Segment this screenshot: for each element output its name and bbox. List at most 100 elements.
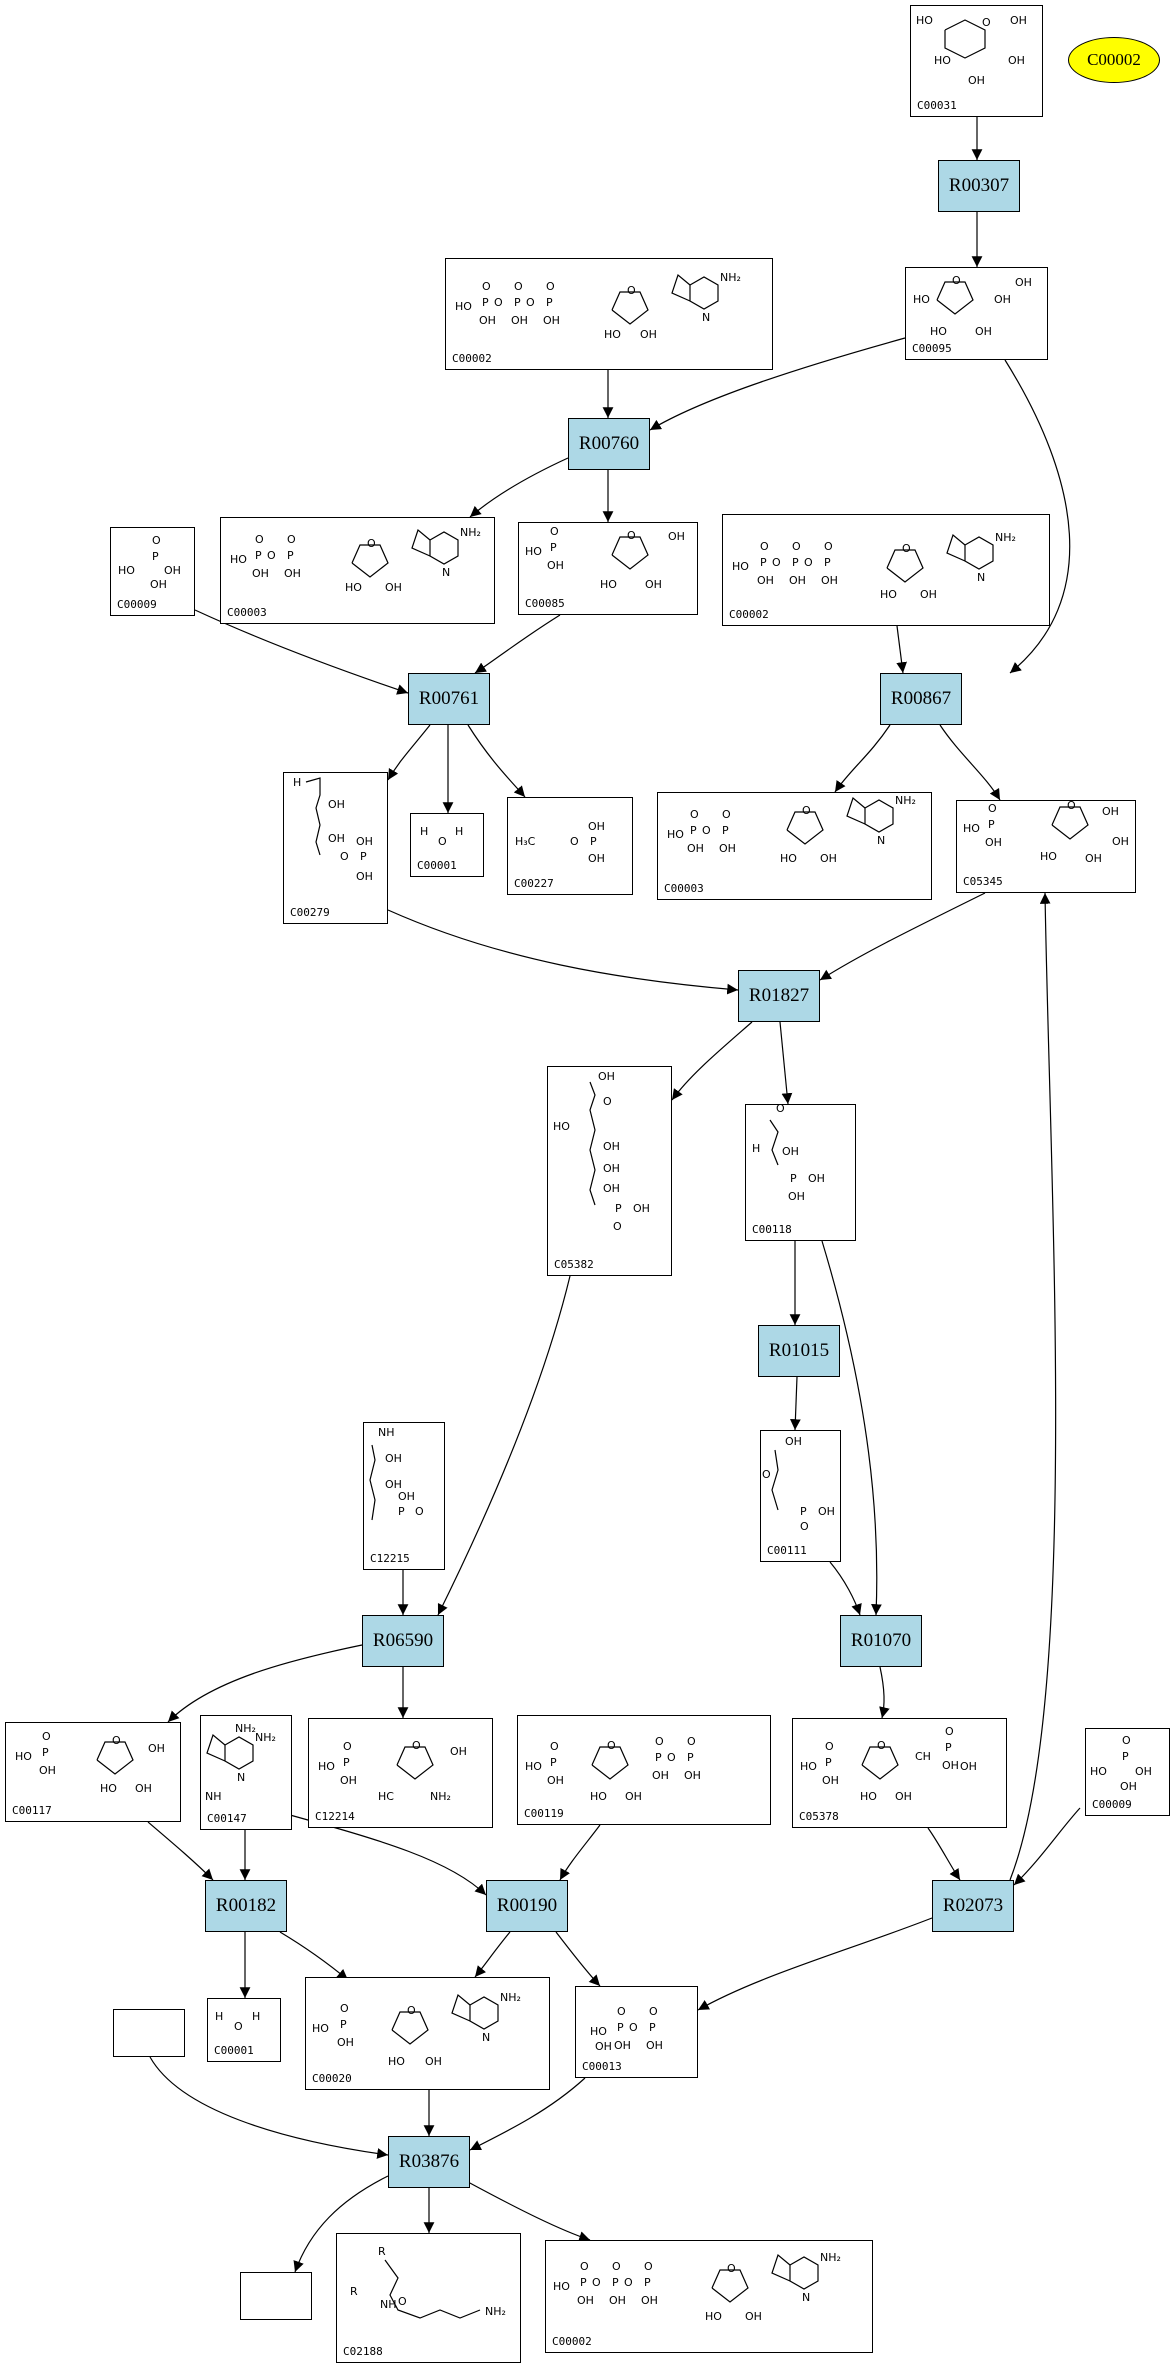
atom-label: H xyxy=(455,825,463,838)
atom-label: OH xyxy=(1135,1765,1152,1778)
atom-label: OH xyxy=(975,325,992,338)
reaction-node[interactable]: R00307 xyxy=(938,160,1020,212)
atom-label: P xyxy=(546,296,553,309)
compound-box[interactable]: C12215 xyxy=(363,1422,445,1570)
reaction-node[interactable]: R06590 xyxy=(362,1615,444,1667)
compound-box[interactable]: C00003 xyxy=(657,792,932,900)
atom-label: HO xyxy=(800,1760,817,1773)
pathway-edge xyxy=(387,724,431,781)
reaction-node[interactable]: R00760 xyxy=(568,418,650,470)
compound-box[interactable]: C00009 xyxy=(110,527,195,616)
compound-box[interactable]: C00013 xyxy=(575,1986,698,2078)
reaction-label: R01015 xyxy=(768,1340,830,1361)
legend-node-label: C00002 xyxy=(1087,50,1141,69)
atom-label: O xyxy=(514,280,523,293)
atom-label: OH xyxy=(960,1760,977,1773)
bond xyxy=(711,2269,749,2303)
bond xyxy=(384,2259,481,2319)
reaction-node[interactable]: R02073 xyxy=(932,1880,1014,1932)
compound-id: C00020 xyxy=(312,2072,352,2085)
atom-label: O xyxy=(592,2276,601,2289)
pathway-edge xyxy=(293,2175,389,2273)
compound-box[interactable]: C00001 xyxy=(410,813,484,877)
compound-id: C00279 xyxy=(290,906,330,919)
atom-label: O xyxy=(762,1468,771,1481)
compound-box[interactable]: C02188 xyxy=(336,2233,521,2363)
atom-label: O xyxy=(607,1739,616,1752)
atom-label: HO xyxy=(604,328,621,341)
reaction-label: R00761 xyxy=(418,688,480,709)
compound-box[interactable]: C00009 xyxy=(1085,1728,1170,1816)
compound-box-empty[interactable] xyxy=(240,2272,312,2320)
reaction-node[interactable]: R03876 xyxy=(388,2136,470,2188)
compound-box[interactable]: C00227 xyxy=(507,797,633,895)
bond xyxy=(305,777,321,856)
compound-box[interactable]: C00117 xyxy=(5,1722,181,1822)
compound-box[interactable]: C00002 xyxy=(445,258,773,370)
atom-label: OH xyxy=(652,1769,669,1782)
compound-box[interactable]: C00147 xyxy=(200,1715,292,1830)
atom-label: OH xyxy=(577,2294,594,2307)
atom-label: HO xyxy=(780,852,797,865)
compound-id: C00002 xyxy=(552,2335,592,2348)
compound-box[interactable]: C00085 xyxy=(518,522,698,615)
atom-label: OH xyxy=(645,578,662,591)
compound-box[interactable]: C00279 xyxy=(283,772,388,924)
reaction-node[interactable]: R00190 xyxy=(486,1880,568,1932)
atom-label: P xyxy=(649,2021,656,2034)
pathway-edge xyxy=(555,1931,601,1987)
atom-label: OH xyxy=(822,1774,839,1787)
atom-label: O xyxy=(627,529,636,542)
atom-label: P xyxy=(42,1746,49,1759)
atom-label: OH xyxy=(920,588,937,601)
atom-label: OH xyxy=(684,1769,701,1782)
reaction-node[interactable]: R00761 xyxy=(408,673,490,725)
atom-label: HO xyxy=(590,1790,607,1803)
compound-box[interactable]: C00002 xyxy=(545,2240,873,2353)
compound-box[interactable]: C05345 xyxy=(956,800,1136,893)
atom-label: HO xyxy=(705,2310,722,2323)
compound-id: C05382 xyxy=(554,1258,594,1271)
edge-group xyxy=(147,117,1081,2273)
bond xyxy=(771,1449,779,1511)
reaction-node[interactable]: R01827 xyxy=(738,970,820,1022)
atom-label: O xyxy=(255,533,264,546)
atom-label: O xyxy=(580,2260,589,2273)
compound-box[interactable]: C00119 xyxy=(517,1715,771,1825)
pathway-edge xyxy=(1004,359,1071,674)
atom-label: O xyxy=(825,1740,834,1753)
atom-label: O xyxy=(340,2002,349,2015)
atom-label: O xyxy=(772,556,781,569)
bond xyxy=(411,528,431,557)
atom-label: N xyxy=(702,311,710,324)
compound-box[interactable]: C05378 xyxy=(792,1718,1007,1828)
compound-box-empty[interactable] xyxy=(113,2009,185,2057)
pathway-edge xyxy=(559,1824,601,1881)
atom-label: O xyxy=(550,525,559,538)
reaction-node[interactable]: R01015 xyxy=(758,1325,840,1377)
atom-label: P xyxy=(550,1756,557,1769)
reaction-node[interactable]: R00867 xyxy=(880,673,962,725)
atom-label: P xyxy=(590,835,597,848)
compound-box[interactable]: C00002 xyxy=(722,514,1050,626)
compound-box[interactable]: C12214 xyxy=(308,1718,493,1828)
compound-id: C00147 xyxy=(207,1812,247,1825)
atom-label: P xyxy=(722,824,729,837)
atom-label: O xyxy=(398,2295,407,2308)
compound-box[interactable]: C00118 xyxy=(745,1104,856,1241)
atom-label: OH xyxy=(968,74,985,87)
compound-box[interactable]: C00020 xyxy=(305,1977,550,2090)
compound-id: C12214 xyxy=(315,1810,355,1823)
reaction-node[interactable]: R00182 xyxy=(205,1880,287,1932)
atom-label: O xyxy=(612,2260,621,2273)
reaction-node[interactable]: R01070 xyxy=(840,1615,922,1667)
compound-box[interactable]: C00095 xyxy=(905,267,1048,360)
atom-label: P xyxy=(580,2276,587,2289)
atom-label: H xyxy=(752,1142,760,1155)
compound-box[interactable]: C00001 xyxy=(207,1998,281,2062)
pathway-edge xyxy=(819,892,986,981)
atom-label: O xyxy=(367,537,376,550)
compound-box[interactable]: C05382 xyxy=(547,1066,672,1276)
compound-box[interactable]: C00031 xyxy=(910,5,1043,117)
